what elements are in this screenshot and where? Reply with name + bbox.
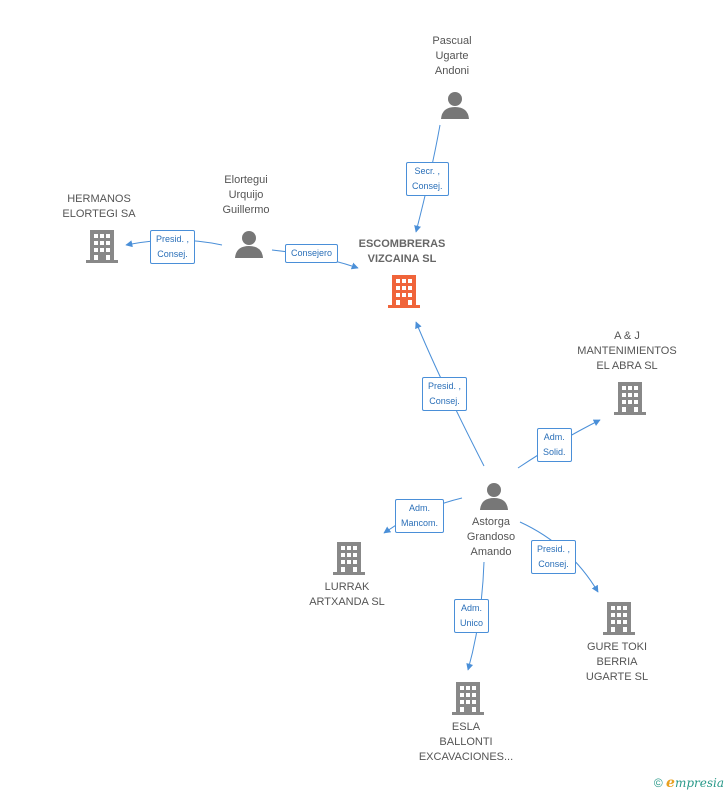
node-label-gure[interactable]: GURE TOKI BERRIA UGARTE SL xyxy=(585,641,649,683)
edge-label-pascual-escombreras[interactable]: Secr. , Consej. xyxy=(406,162,449,196)
node-label-elortegui[interactable]: Elortegui Urquijo Guillermo xyxy=(222,174,270,216)
edge-label-astorga-gure[interactable]: Presid. , Consej. xyxy=(531,540,577,574)
node-label-lurrak[interactable]: LURRAK ARTXANDA SL xyxy=(309,581,385,608)
building-icon[interactable] xyxy=(603,601,635,635)
empresia-watermark: © empresia xyxy=(654,775,724,791)
edge-label-elortegui-escombreras[interactable]: Consejero xyxy=(285,244,339,263)
edge-label-astorga-lurrak[interactable]: Adm. Mancom. xyxy=(395,499,445,533)
node-label-pascual[interactable]: Pascual Ugarte Andoni xyxy=(432,35,472,77)
empresia-logo: empresia xyxy=(666,775,724,791)
copyright-symbol: © xyxy=(653,776,663,790)
node-label-hermanos[interactable]: HERMANOS ELORTEGI SA xyxy=(62,193,136,220)
edge-label-astorga-ayj[interactable]: Adm. Solid. xyxy=(537,428,572,462)
edge-label-astorga-escombreras[interactable]: Presid. , Consej. xyxy=(422,377,468,411)
building-icon[interactable] xyxy=(86,229,118,263)
building-icon[interactable] xyxy=(333,541,365,575)
building-icon[interactable] xyxy=(452,681,484,715)
person-icon[interactable] xyxy=(479,482,509,510)
building-icon[interactable] xyxy=(614,381,646,415)
node-label-escombreras[interactable]: ESCOMBRERAS VIZCAINA SL xyxy=(358,238,446,265)
node-label-esla[interactable]: ESLA BALLONTI EXCAVACIONES... xyxy=(418,721,514,763)
node-label-astorga[interactable]: Astorga Grandoso Amando xyxy=(466,516,516,558)
edge-label-elortegui-hermanos[interactable]: Presid. , Consej. xyxy=(150,230,196,264)
person-icon[interactable] xyxy=(234,230,264,258)
person-icon[interactable] xyxy=(440,91,470,119)
building-icon[interactable] xyxy=(388,274,420,308)
edge-label-astorga-esla[interactable]: Adm. Unico xyxy=(454,599,490,633)
node-label-ayj[interactable]: A & J MANTENIMIENTOS EL ABRA SL xyxy=(577,330,677,372)
